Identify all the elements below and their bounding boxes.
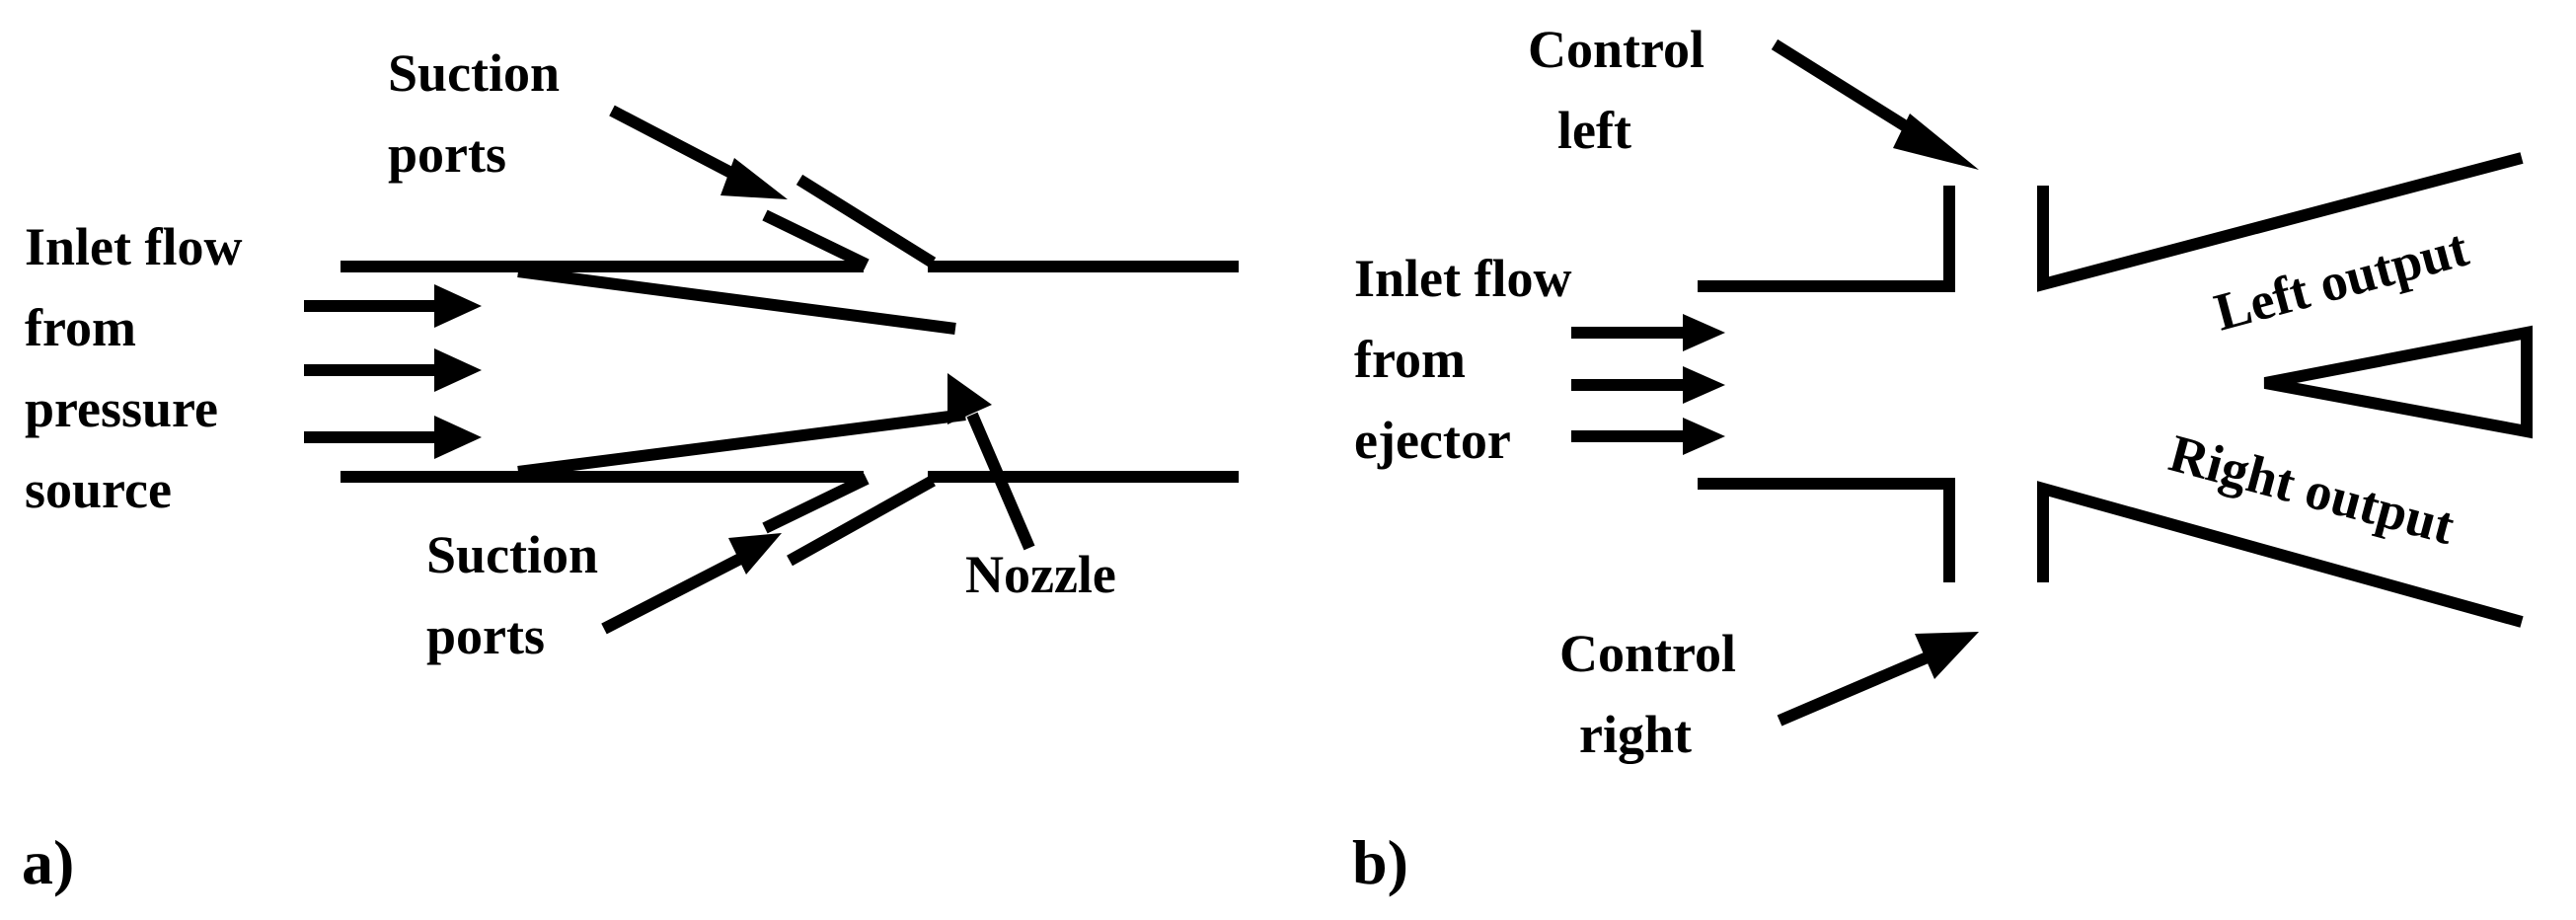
suction-top-label: Suction ports bbox=[388, 43, 573, 184]
inlet-label-b-line-2: from bbox=[1354, 330, 1466, 389]
supply-top-wall bbox=[1698, 186, 1955, 292]
inlet-flow-arrows-b bbox=[1571, 314, 1725, 455]
output-channels bbox=[2037, 152, 2533, 628]
control-left-pointer bbox=[1771, 38, 1929, 144]
control-left-pointer-head bbox=[1893, 114, 1979, 170]
suction-top-slot-outer bbox=[796, 174, 937, 268]
control-right-pointer-head bbox=[1915, 632, 1979, 679]
nozzle-lower-wall bbox=[517, 409, 966, 478]
control-right-label-line-2: right bbox=[1579, 705, 1692, 764]
pointer-arrows-a bbox=[601, 105, 1035, 635]
suction-bottom-pointer-head bbox=[728, 533, 782, 575]
inlet-label-b-line-1: Inlet flow bbox=[1354, 249, 1571, 308]
right-output-wall bbox=[2037, 481, 2524, 628]
nozzle-pointer-head bbox=[947, 373, 992, 424]
nozzle-upper-wall bbox=[517, 266, 956, 335]
panel-a-label: a) bbox=[22, 827, 74, 897]
inlet-arrowhead-b-2 bbox=[1683, 366, 1725, 404]
control-right-label-line-1: Control bbox=[1559, 624, 1736, 683]
inlet-label-a-line-4: source bbox=[25, 460, 172, 519]
panel-b-amplifier: Control left Inlet flow from ejector Con… bbox=[1352, 20, 2533, 897]
supply-bottom-wall bbox=[1698, 478, 1955, 582]
splitter-wedge bbox=[2263, 325, 2533, 439]
suction-port-bottom bbox=[762, 473, 936, 567]
suction-bottom-slot-outer bbox=[787, 475, 936, 567]
suction-bottom-label-line-1: Suction bbox=[426, 525, 598, 584]
control-left-label-line-2: left bbox=[1557, 101, 1631, 160]
panel-b-label: b) bbox=[1352, 827, 1408, 897]
inlet-arrowhead-a-3 bbox=[434, 416, 482, 459]
control-arrows bbox=[1771, 38, 1979, 727]
control-left-label-line-1: Control bbox=[1528, 20, 1705, 79]
suction-top-pointer bbox=[609, 105, 753, 189]
nozzle-pointer bbox=[966, 412, 1035, 551]
panel-a-ejector: Inlet flow from pressure source Suction … bbox=[22, 43, 1239, 897]
suction-top-label-line-1: Suction bbox=[388, 43, 560, 103]
suction-bottom-slot-inner bbox=[762, 473, 870, 534]
inlet-arrowhead-a-2 bbox=[434, 348, 482, 392]
left-output-label: Left output bbox=[2209, 218, 2474, 343]
ejector-channel bbox=[341, 261, 1239, 483]
control-right-label: Control right bbox=[1559, 624, 1750, 764]
nozzle-label: Nozzle bbox=[965, 545, 1116, 604]
suction-top-pointer-head bbox=[720, 158, 788, 199]
inlet-flow-arrows-a bbox=[304, 284, 482, 459]
suction-bottom-label: Suction ports bbox=[426, 525, 612, 665]
suction-top-label-line-2: ports bbox=[388, 124, 506, 184]
inlet-label-b-line-3: ejector bbox=[1354, 411, 1511, 470]
suction-bottom-pointer bbox=[601, 552, 745, 635]
supply-channel bbox=[1698, 186, 1955, 582]
inlet-label-b: Inlet flow from ejector bbox=[1354, 249, 1585, 470]
control-right-pointer bbox=[1777, 651, 1932, 727]
inlet-label-a-line-2: from bbox=[25, 298, 136, 357]
control-left-label: Control left bbox=[1528, 20, 1718, 160]
inlet-label-a-line-1: Inlet flow bbox=[25, 217, 242, 276]
suction-bottom-label-line-2: ports bbox=[426, 606, 545, 665]
inlet-arrowhead-a-1 bbox=[434, 284, 482, 328]
suction-top-slot-inner bbox=[762, 209, 870, 270]
inlet-arrowhead-b-3 bbox=[1683, 418, 1725, 455]
ejector-nozzle bbox=[517, 266, 966, 478]
inlet-arrowhead-b-1 bbox=[1683, 314, 1725, 351]
inlet-label-a: Inlet flow from pressure source bbox=[25, 217, 256, 519]
suction-port-top bbox=[762, 174, 937, 270]
inlet-label-a-line-3: pressure bbox=[25, 379, 218, 438]
left-output-wall bbox=[2037, 152, 2524, 292]
